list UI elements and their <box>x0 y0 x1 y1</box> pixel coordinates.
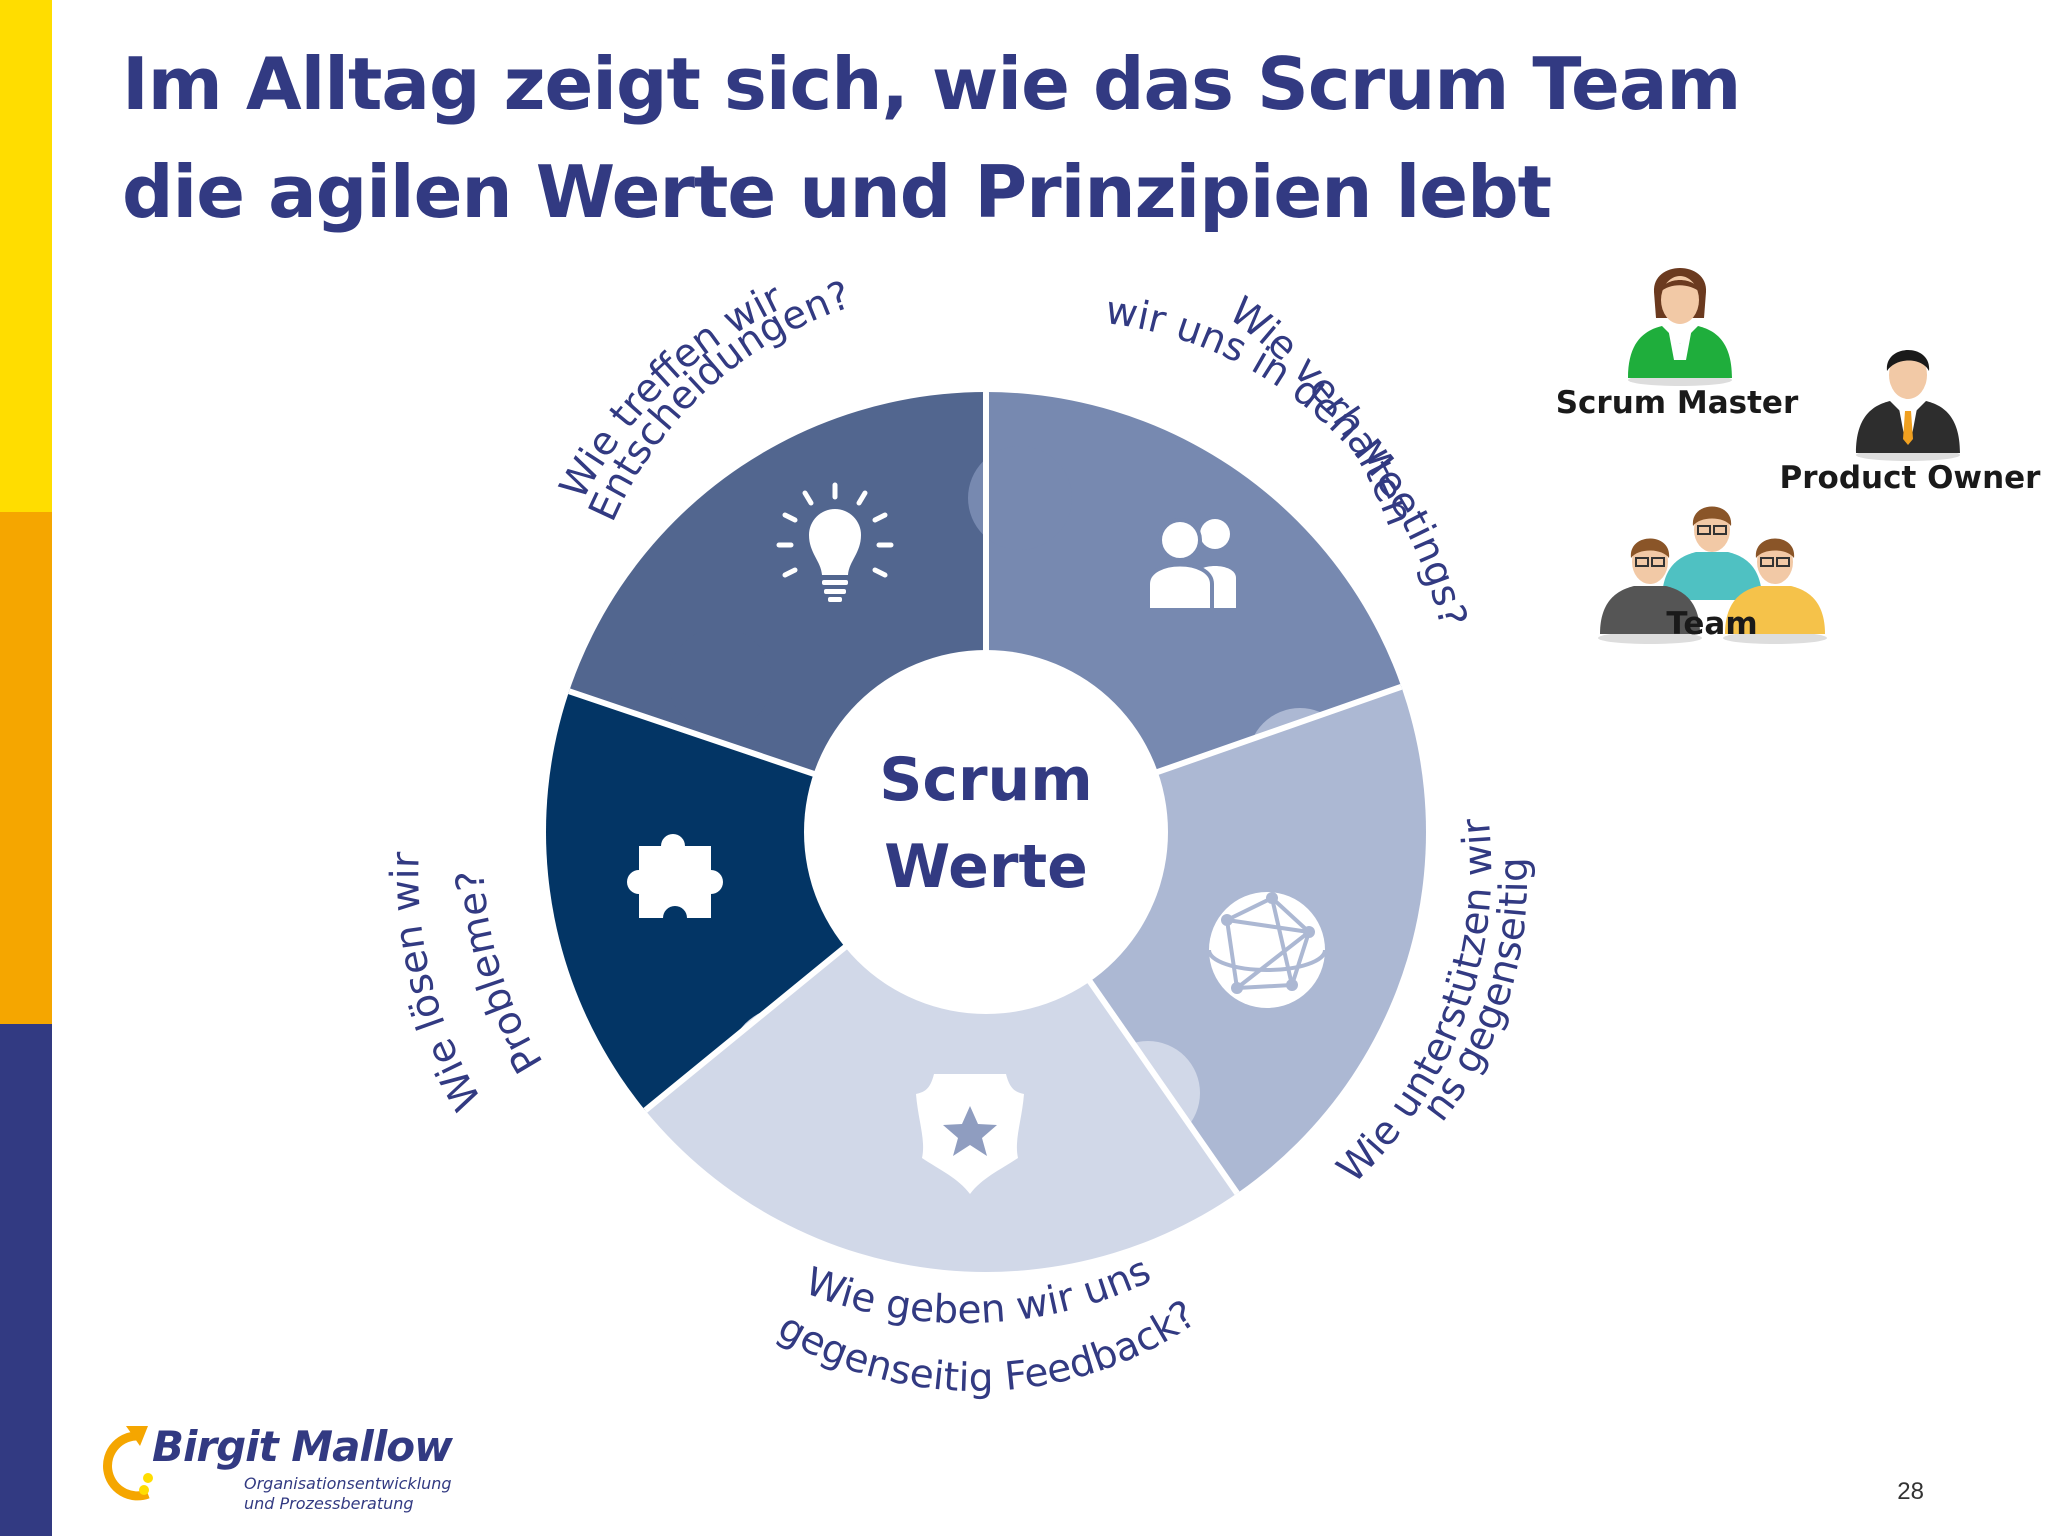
slide-title: Im Alltag zeigt sich, wie das Scrum Team… <box>122 42 1741 234</box>
center-label-line1: Scrum <box>879 745 1093 815</box>
logo-mark-icon <box>103 1426 153 1501</box>
team-label: Team <box>1666 606 1757 642</box>
label-problems: Wie lösen wir Probleme? <box>383 850 552 1117</box>
people-icon <box>1146 518 1236 612</box>
puzzle-icon <box>627 834 723 918</box>
side-stripe-yellow <box>0 0 52 512</box>
company-logo: Birgit Mallow Organisationsentwicklung u… <box>100 1418 500 1518</box>
team-figure <box>1598 506 1827 644</box>
logo-subtitle-line1: Organisationsentwicklung <box>244 1474 452 1493</box>
logo-name: Birgit Mallow <box>152 1422 453 1471</box>
side-stripe-orange <box>0 512 52 1024</box>
product-owner-label: Product Owner <box>1780 460 2042 496</box>
globe-icon <box>1207 892 1327 1008</box>
badge-icon <box>916 1074 1024 1194</box>
center-label-line2: Werte <box>884 832 1088 902</box>
page-number: 28 <box>1897 1478 1924 1505</box>
lightbulb-icon <box>776 482 894 602</box>
scrum-master-label: Scrum Master <box>1556 385 1799 421</box>
center-circle <box>804 650 1168 1014</box>
logo-subtitle-line2: und Prozessberatung <box>244 1494 414 1513</box>
scrum-master-figure <box>1628 268 1732 386</box>
product-owner-figure <box>1856 350 1960 461</box>
side-stripe-navy <box>0 1024 52 1536</box>
